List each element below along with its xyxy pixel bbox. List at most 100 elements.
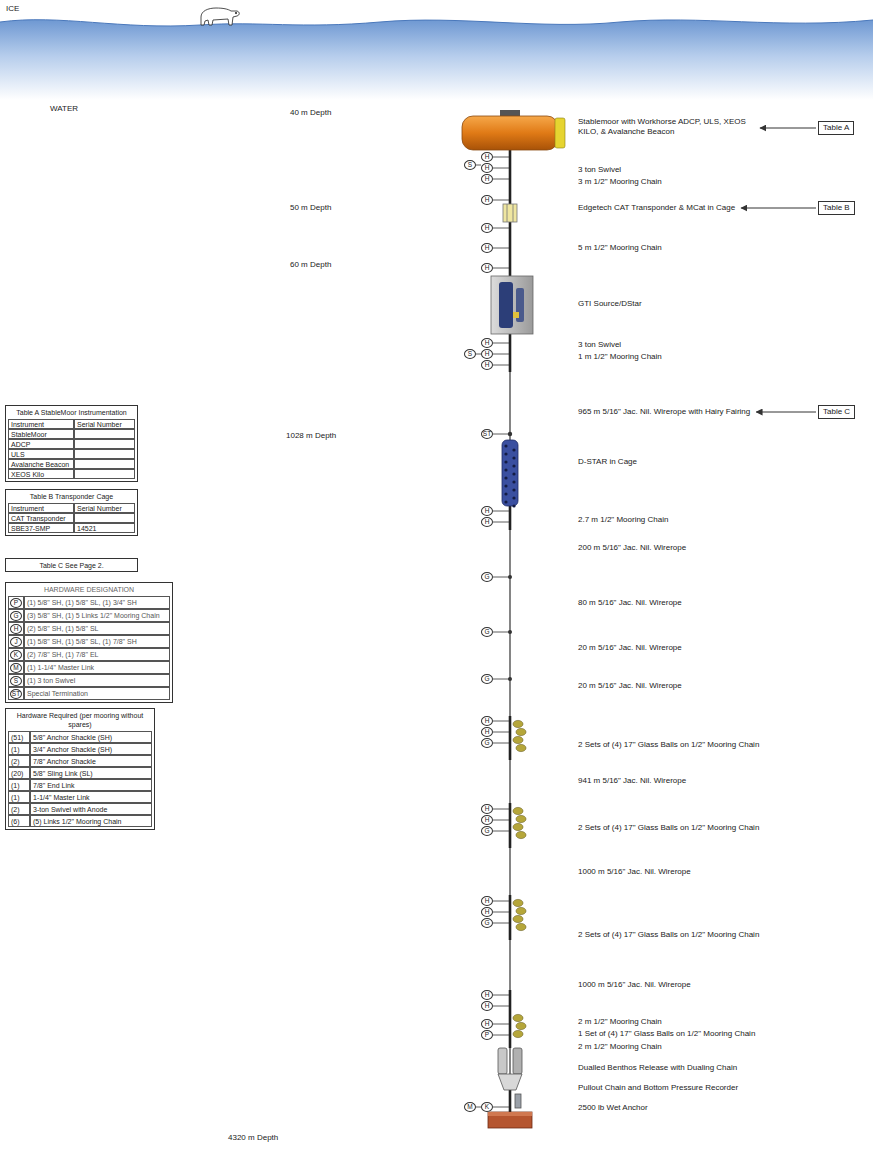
acoustic-release: [498, 1048, 522, 1090]
hardware-circle: M: [10, 663, 22, 673]
component-label: GTI Source/DStar: [578, 299, 642, 309]
hardware-letter: ST: [11, 690, 21, 698]
hardware-leader: [493, 820, 509, 821]
hardware-leader: [493, 923, 509, 924]
table-cell-box: Serial Number: [74, 503, 135, 513]
hardware-letter: H: [482, 224, 492, 232]
hardware-circle: S: [464, 349, 476, 359]
table-cell: (1) 1-1/4" Master Link: [25, 662, 169, 674]
hardware-letter: H: [482, 507, 492, 515]
hardware-circle: H: [481, 727, 493, 737]
table-cell: (2) 7/8" SH, (1) 7/8" EL: [25, 649, 169, 661]
component-label: 80 m 5/16" Jac. Nil. Wirerope: [578, 598, 682, 608]
table-cell: ADCP: [9, 440, 73, 449]
hardware-circle: H: [481, 195, 493, 205]
table-cell: ULS: [9, 450, 73, 459]
hardware-circle: H: [481, 716, 493, 726]
table-cell: Instrument: [9, 504, 73, 513]
table-cell: (51): [9, 732, 29, 743]
stablemoor-float: [462, 110, 565, 150]
hardware-letter: S: [465, 350, 475, 358]
depth-label: 60 m Depth: [290, 260, 331, 270]
depth-label: 50 m Depth: [290, 203, 331, 213]
hardware-circle: H: [481, 804, 493, 814]
hardware-letter: H: [482, 339, 492, 347]
table-cell-box: (1) 5/8" SH, (1) 5/8" SL, (1) 7/8" SH: [24, 635, 170, 648]
table-cell-box: [74, 459, 135, 469]
table-box: Table A StableMoor InstrumentationInstru…: [5, 405, 138, 482]
table-cell-box: (1) 5/8" SH, (1) 5/8" SL, (1) 3/4" SH: [24, 596, 170, 609]
component-label: 2 Sets of (4) 17" Glass Balls on 1/2" Mo…: [578, 930, 759, 940]
hardware-circle: M: [464, 1102, 476, 1112]
table-cell-box: (1) 3 ton Swivel: [24, 674, 170, 687]
table-cell-box: (20): [8, 767, 30, 779]
hardware-letter: G: [482, 739, 492, 747]
hardware-letter: G: [11, 612, 21, 620]
hardware-leader: [493, 1107, 509, 1108]
hardware-leader: [493, 809, 509, 810]
hardware-letter: G: [482, 827, 492, 835]
table-cell: Avalanche Beacon: [9, 460, 73, 469]
table-heading: Table B: [823, 203, 850, 213]
callout-arrow: [756, 412, 816, 413]
hardware-circle: G: [481, 918, 493, 928]
table-cell: (1): [9, 780, 29, 791]
table-cell: Serial Number: [75, 504, 134, 513]
hardware-letter: H: [482, 908, 492, 916]
table-cell-box: ADCP: [8, 439, 74, 449]
table-cell-box: (1): [8, 791, 30, 803]
junction-dots: [508, 432, 512, 681]
hardware-letter: G: [482, 919, 492, 927]
hardware-letter: G: [482, 573, 492, 581]
table-cell: (3) 5/8" SH, (1) 5 Links 1/2" Mooring Ch…: [25, 610, 169, 622]
anchor: [488, 1112, 532, 1128]
callout-arrow: [760, 128, 816, 129]
table-cell-box: Serial Number: [74, 419, 135, 429]
hardware-circle: H: [481, 517, 493, 527]
table-cell-box: ULS: [8, 449, 74, 459]
table-cell: SBE37-SMP: [9, 524, 73, 533]
hardware-leader: [493, 354, 509, 355]
table-cell: (20): [9, 768, 29, 779]
component-label: Dualled Benthos Release with Dualing Cha…: [578, 1063, 737, 1073]
table-cell-box: (3) 5/8" SH, (1) 5 Links 1/2" Mooring Ch…: [24, 609, 170, 622]
table-cell: (1) 3 ton Swivel: [25, 675, 169, 687]
hardware-letter: H: [482, 244, 492, 252]
table-cell-box: (2) 5/8" SH, (1) 5/8" SL: [24, 622, 170, 635]
hardware-circle: H: [10, 624, 22, 634]
hardware-letter: H: [482, 816, 492, 824]
hardware-circle: H: [481, 506, 493, 516]
table-heading: Table B Transponder Cage: [6, 490, 137, 502]
table-cell-box: (5) Links 1/2" Mooring Chain: [30, 815, 152, 827]
hardware-letter: H: [482, 728, 492, 736]
table-cell: 3/4" Anchor Shackle (SH): [31, 744, 151, 755]
hardware-circle: H: [481, 243, 493, 253]
table-cell-box: XEOS Kilo: [8, 469, 74, 479]
hardware-circle: H: [481, 174, 493, 184]
component-label: 965 m 5/16" Jac. Nil. Wirerope with Hair…: [578, 407, 750, 417]
depth-label: 1028 m Depth: [286, 431, 336, 441]
hardware-circle: G: [481, 674, 493, 684]
table-callout-box: Table C: [818, 405, 855, 419]
hardware-letter: ST: [482, 430, 492, 438]
component-label: 200 m 5/16" Jac. Nil. Wirerope: [578, 543, 686, 553]
hardware-leader: [493, 248, 509, 249]
table-cell-box: SBE37-SMP: [8, 523, 74, 533]
table-cell-box: [74, 513, 135, 523]
hardware-circle: H: [481, 338, 493, 348]
table-cell-box: Avalanche Beacon: [8, 459, 74, 469]
table-cell: (5) Links 1/2" Mooring Chain: [31, 816, 151, 827]
hardware-leader: [493, 679, 509, 680]
table-cell: XEOS Kilo: [9, 470, 73, 479]
table-cell-box: CAT Transponder: [8, 513, 74, 523]
component-label: 2 m 1/2" Mooring Chain: [578, 1042, 662, 1052]
hardware-leader: [493, 343, 509, 344]
hardware-circle: ST: [10, 689, 22, 699]
component-label: 3 ton Swivel: [578, 165, 621, 175]
hardware-letter: K: [11, 651, 21, 659]
hardware-leader: [493, 511, 509, 512]
